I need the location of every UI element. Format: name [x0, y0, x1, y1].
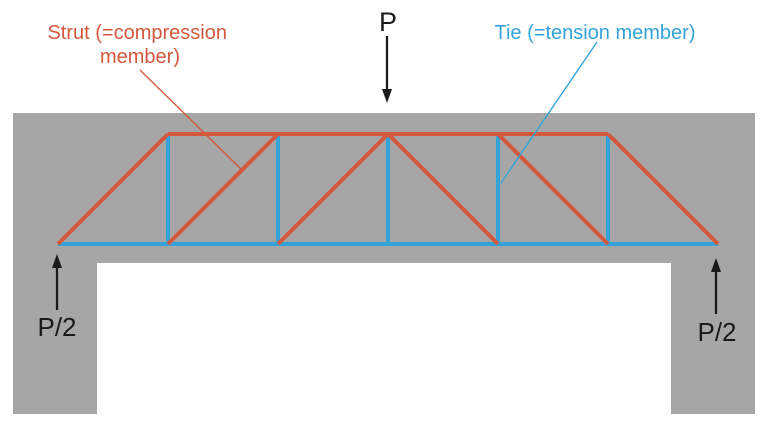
- load-arrow-head: [382, 89, 392, 103]
- tie-leader-line: [500, 41, 598, 184]
- right-reaction-label: P/2: [697, 317, 736, 347]
- truss-members: [56, 132, 720, 246]
- right-reaction-arrow-head: [711, 258, 721, 272]
- strut-leader-line: [139, 69, 243, 171]
- diagonal-strut-left-1: [56, 132, 170, 246]
- concrete-beam-shape: [13, 113, 755, 414]
- tie-callout-label: Tie (=tension member): [495, 22, 696, 44]
- diagonal-strut-left-2: [166, 132, 280, 246]
- diagonal-strut-right-2: [496, 132, 610, 246]
- strut-callout-line2: member): [100, 46, 180, 68]
- diagonal-strut-left-3: [276, 132, 390, 246]
- diagonal-strut-right-1: [386, 132, 500, 246]
- diagonal-strut-right-3: [606, 132, 720, 246]
- left-reaction-label: P/2: [37, 312, 76, 342]
- load-label: P: [379, 7, 397, 37]
- right-reaction-arrow-up: [711, 258, 721, 314]
- strut-callout-label: Strut (=compression member): [47, 22, 232, 68]
- load-arrow-down: [382, 36, 392, 103]
- strut-callout-line1: Strut (=compression: [47, 22, 227, 44]
- left-reaction-arrow-up: [52, 254, 62, 310]
- left-reaction-arrow-head: [52, 254, 62, 268]
